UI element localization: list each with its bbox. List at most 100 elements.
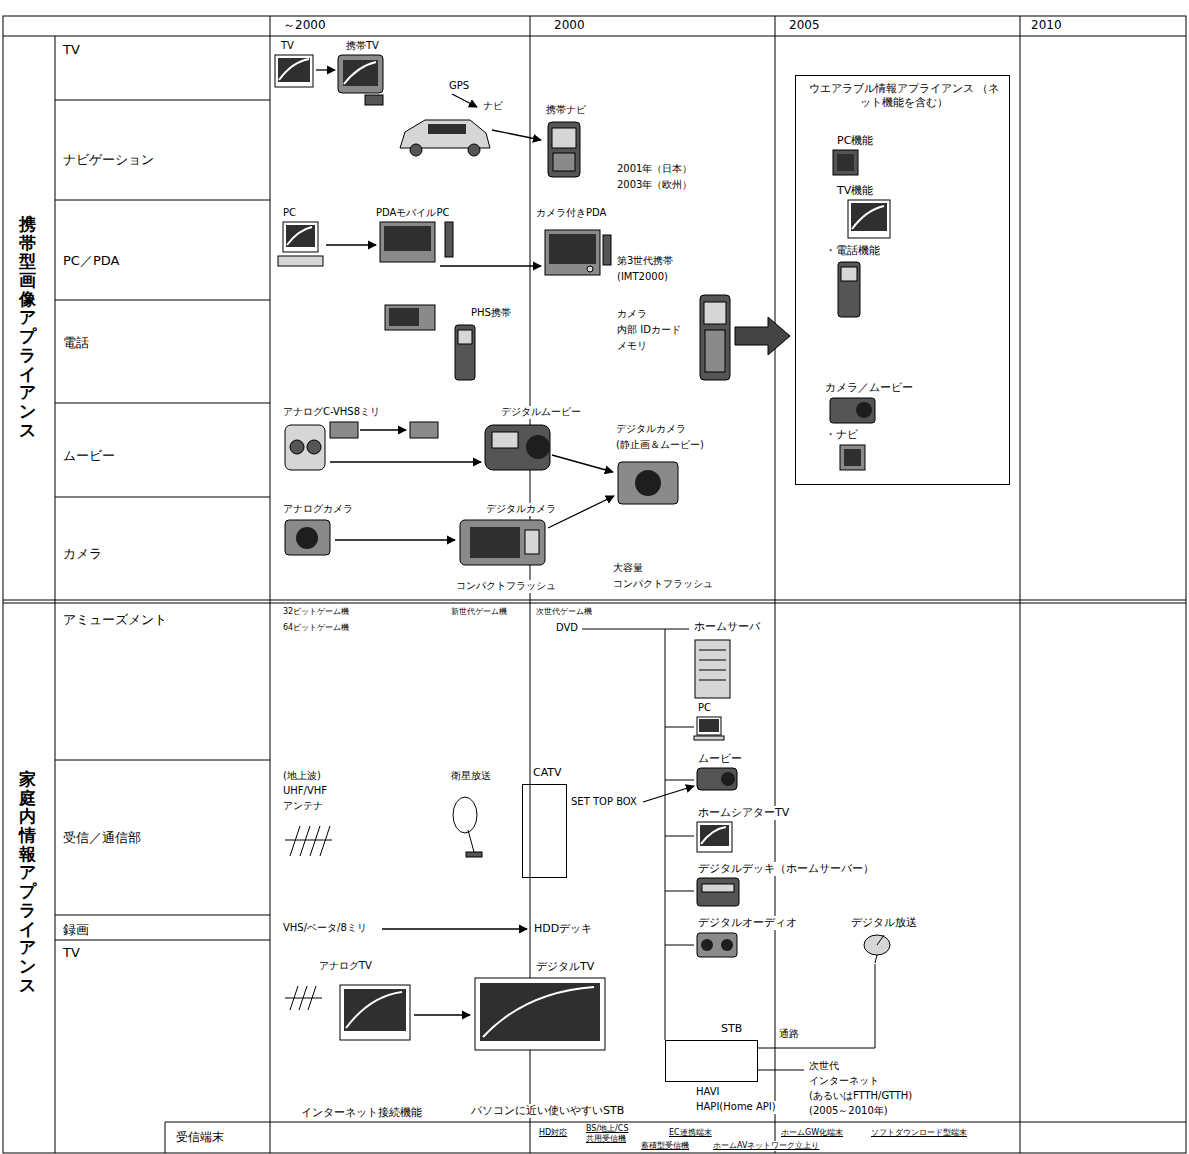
digital-tv-icon [475,978,605,1050]
table-grid [1020,16,1021,1153]
device-label: デジタルTV [535,960,595,974]
home-device-icon [699,719,719,732]
device-label: 携帯ナビ [545,104,587,117]
device-label: GPS [448,80,470,93]
row-label: 受信端末 [175,1130,225,1145]
digital-tv-icon [483,987,594,1037]
table-grid [3,603,1186,604]
wearable-function-icon [837,154,854,171]
pda-mobile-pc-icon [380,222,435,262]
row-label: 電話 [62,335,90,351]
recording-arrow [382,929,527,930]
camera-pda-icon [549,234,596,264]
note-text: (静止画＆ムービー) [615,439,705,452]
tv-icon [275,55,313,87]
table-grid [775,16,776,1153]
broadcast-dish-icon [875,955,877,963]
evolution-arrow [548,496,614,528]
column-header: 2000 [553,18,586,33]
stb-link-line [758,964,875,1070]
home-server-icon [695,640,730,698]
analog-movie-icon [410,422,438,438]
digital-movie-icon [526,435,550,459]
device-label: ムービー [697,752,743,766]
satellite-dish-icon [453,797,477,833]
portable-tv-icon [344,62,376,84]
evolution-arrow [492,130,541,140]
analog-tv-icon [308,986,316,1010]
home-device-icon [702,884,734,892]
box-item: PC機能 [836,134,874,148]
portable-navi-icon [548,122,580,177]
phs-icon [389,308,419,326]
terrestrial-antenna [320,826,330,856]
device-label: 64ビットゲーム機 [282,623,350,633]
evolution-arrow [452,94,477,107]
device-label: 次世代ゲーム機 [535,607,593,617]
group-label: 家庭内情報アプライアンス [19,770,36,994]
table-grid [55,915,270,916]
home-network-bracket [665,727,694,728]
car-icon [428,124,466,134]
device-label: デジタルカメラ [615,423,687,436]
analog-movie-icon [290,440,304,454]
box-item: TV機能 [836,184,874,198]
car-icon [400,120,490,148]
device-label: アンテナ [282,800,324,813]
digital-tv-icon [475,978,605,1050]
analog-tv-icon [340,985,410,1040]
evolution-arrow [440,265,541,266]
note-text: 通路 [778,1028,800,1041]
device-label: TV [280,40,295,53]
table-grid [3,16,1186,1153]
tv-icon [278,58,310,82]
terminal-item: ホームAVネットワーク立上り [712,1141,820,1151]
digital-camera-icon [470,527,520,558]
home-device-icon [721,939,733,951]
evolution-arrow [326,244,376,245]
home-device-icon [697,933,737,957]
box-item: ・電話機能 [824,244,881,258]
camera-pda-icon [587,266,593,272]
portable-tv-icon [365,95,383,105]
home-server-icon [699,670,726,671]
note-text: (あるいはFTTH/GTTH) [808,1090,913,1103]
analog-tv-icon [299,986,307,1010]
device-label: デジタル放送 [850,916,918,930]
terrestrial-antenna [285,826,332,856]
portable-tv-icon [343,60,378,86]
broadcast-dish-icon [864,935,890,963]
table-grid [55,497,270,498]
table-grid [55,36,56,1153]
car-icon [400,120,490,156]
row-label: PC／PDA [62,253,120,269]
device-box: CATV [522,766,567,878]
table-grid [55,300,270,301]
broadcast-dish-icon [877,935,884,945]
table-grid [3,16,1186,1153]
analog-movie-icon [307,440,321,454]
note-text: インターネット接続機能 [300,1106,423,1120]
analog-tv-icon [344,989,406,1031]
table-grid [55,200,270,201]
note-text: コンパクトフラッシュ [612,578,714,591]
note-text: 第3世代携帯 [616,255,674,268]
analog-tv-icon [346,992,402,1028]
device-label: 新世代ゲーム機 [450,607,508,617]
evolution-arrow [552,455,613,472]
note-text: HAVI [695,1086,721,1099]
group-label: 携帯型画像アプライアンス [19,215,36,439]
satellite-dish-icon [453,797,482,857]
evolution-arrow [330,461,481,462]
note-text: インターネット [808,1075,880,1088]
box-item: カメラ／ムービー [824,381,914,395]
digital-camera-icon [460,520,545,565]
home-device-icon [697,717,721,735]
home-network-bracket [643,786,694,802]
device-label: (地上波) [282,770,322,783]
evolution-arrow [335,539,455,540]
table-grid [3,600,1186,601]
stb-link-line [758,964,875,1048]
